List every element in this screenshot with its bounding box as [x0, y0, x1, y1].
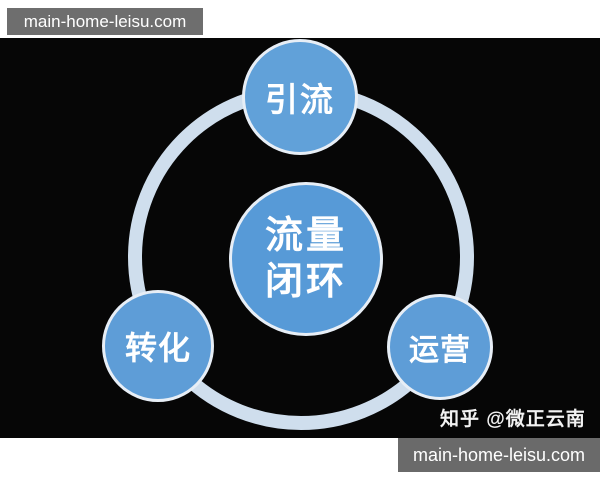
- node-center-label-line1: 流量: [264, 214, 347, 257]
- watermark-top: main-home-leisu.com: [7, 8, 203, 35]
- node-operations: 运营: [387, 294, 493, 400]
- node-operations-label: 运营: [409, 334, 471, 367]
- watermark-bottom-label: main-home-leisu.com: [412, 444, 586, 465]
- node-traffic-attraction-label: 引流: [265, 81, 335, 118]
- node-conversion-label: 转化: [124, 330, 191, 366]
- attribution-zhihu: 知乎 @微正云南: [440, 404, 590, 431]
- node-conversion: 转化: [102, 290, 214, 402]
- watermark-top-label: main-home-leisu.com: [23, 11, 187, 31]
- node-center-label-line2: 闭环: [264, 261, 347, 303]
- diagram-canvas: 引流 流量 闭环 转化 运营 知乎 @微正云南: [0, 38, 600, 438]
- node-traffic-loop-center: 流量 闭环: [229, 182, 383, 336]
- watermark-bottom: main-home-leisu.com: [398, 438, 600, 472]
- node-traffic-attraction: 引流: [242, 39, 358, 155]
- attribution-label: 知乎 @微正云南: [440, 409, 586, 430]
